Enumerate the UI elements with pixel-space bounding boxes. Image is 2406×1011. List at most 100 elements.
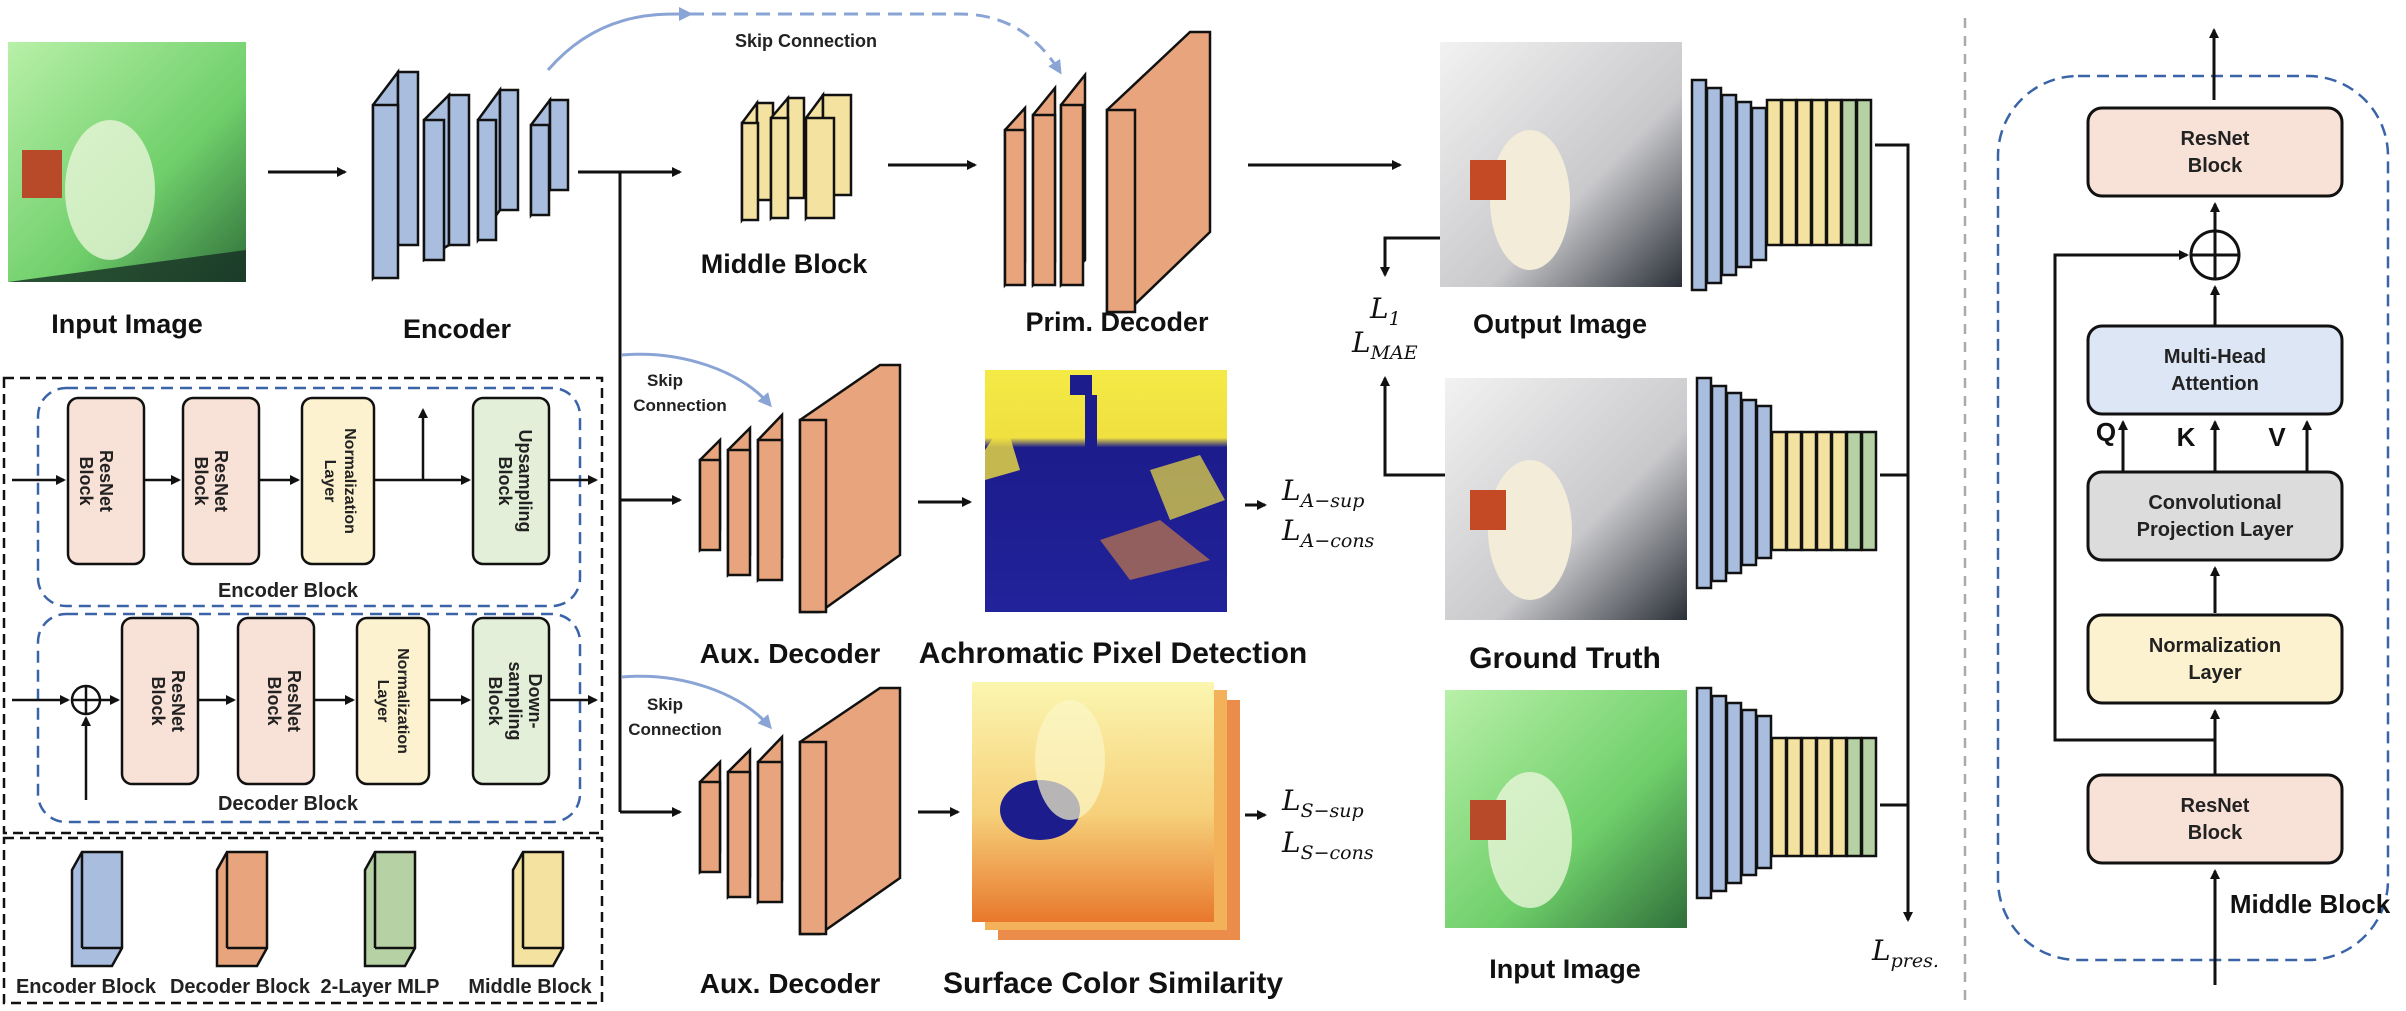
mp-projection [2086, 470, 2344, 562]
mp-resnet-top-line1: ResNet [2181, 128, 2250, 150]
surface-label: Surface Color Similarity [943, 967, 1283, 1000]
mp-attention-line1: Multi-Head [2164, 346, 2266, 368]
encoder-stack [371, 68, 570, 282]
aux-decoder-2-stack [698, 686, 902, 936]
dec-norm-line1: Normalization [394, 648, 411, 754]
encoder-block-frame [36, 386, 582, 608]
skip-connection-aux1-line2: Connection [633, 396, 727, 415]
branch-lines [578, 167, 682, 817]
loss-s-sup: LS−sup [1281, 784, 1364, 822]
loss-mae: LMAE [1351, 326, 1418, 364]
mp-resnet-top-line2: Block [2188, 155, 2243, 177]
ground-truth-image [1445, 378, 1687, 620]
legend-mlp-label: 2-Layer MLP [321, 976, 440, 998]
skip-arrow-aux1 [621, 352, 772, 408]
prim-decoder-stack [1003, 30, 1212, 314]
skip-connection-aux1-line1: Skip [647, 371, 683, 390]
loss-a-sup: LA−sup [1281, 474, 1364, 512]
mp-normalization-line1: Normalization [2149, 635, 2281, 657]
dec-downsample-line1: Down- [525, 674, 545, 729]
enc-upsample-line1: Upsampling [515, 429, 535, 532]
legend-middle-swatch [511, 850, 565, 968]
aux-decoder-2-label: Aux. Decoder [700, 968, 881, 999]
l1-connector [1380, 236, 1445, 477]
skip-arrow-aux2 [621, 674, 772, 730]
lpres-bracket [1875, 143, 1913, 922]
ground-truth-label: Ground Truth [1469, 642, 1661, 675]
legend-frame [2, 836, 604, 1005]
mlp-stack-gt [1695, 376, 1878, 590]
input-image-bottom [1445, 690, 1687, 928]
mp-normalization [2086, 613, 2344, 705]
surface-similarity-image [972, 682, 1240, 940]
aux-decoder-1-label: Aux. Decoder [700, 638, 881, 669]
mp-normalization-line2: Layer [2188, 662, 2242, 684]
legend-decoder-swatch [215, 850, 269, 968]
mp-k-label: K [2177, 422, 2196, 452]
input-image-top [8, 42, 246, 282]
output-image-label: Output Image [1473, 309, 1647, 339]
mp-projection-line2: Projection Layer [2137, 519, 2294, 541]
achromatic-label: Achromatic Pixel Detection [919, 637, 1307, 670]
encoder-block-boxes [66, 396, 551, 566]
dec-resnet2-line1: ResNet [284, 670, 304, 732]
skip-connection-aux2-line1: Skip [647, 695, 683, 714]
decoder-block-arrows [12, 684, 598, 800]
decoder-block-boxes [120, 616, 551, 786]
legend-encoder-swatch [70, 850, 124, 968]
loss-a-cons: LA−cons [1281, 514, 1375, 552]
mlp-stack-output [1690, 78, 1873, 292]
skip-arrow-top-right [690, 12, 1062, 75]
legend-middle-label: Middle Block [468, 976, 592, 998]
decoder-block-title: Decoder Block [218, 793, 359, 815]
mp-q-label: Q [2096, 417, 2116, 447]
enc-norm-line2: Layer [321, 460, 338, 503]
mp-projection-line1: Convolutional [2148, 492, 2281, 514]
encoder-block-arrows [12, 408, 598, 485]
dec-norm-line2: Layer [374, 680, 391, 723]
middle-block-stack [740, 91, 853, 224]
loss-s-cons: LS−cons [1281, 826, 1374, 864]
dec-downsample-line2: sampling [505, 661, 525, 740]
skip-connection-aux2-line2: Connection [628, 720, 722, 739]
dec-resnet1-line1: ResNet [168, 670, 188, 732]
input-image-label: Input Image [51, 309, 203, 339]
enc-norm-line1: Normalization [341, 428, 358, 534]
skip-arrow-top-left [546, 6, 693, 71]
legend-mlp-swatch [363, 850, 417, 968]
legend-encoder-label: Encoder Block [16, 976, 157, 998]
enc-resnet1-line2: Block [76, 456, 96, 506]
mp-resnet-bottom-line2: Block [2188, 822, 2243, 844]
mp-attention [2086, 324, 2344, 416]
enc-resnet2-line1: ResNet [211, 450, 231, 512]
aux-decoder-1-stack [698, 363, 902, 614]
block-detail-frame [2, 376, 604, 835]
mp-v-label: V [2268, 422, 2286, 452]
loss-l1: L1 [1369, 292, 1401, 330]
dec-resnet1-line2: Block [148, 676, 168, 726]
loss-pres: Lpres. [1871, 934, 1939, 972]
input-image-bottom-label: Input Image [1489, 954, 1641, 984]
legend-decoder-label: Decoder Block [170, 976, 311, 998]
mp-attention-line2: Attention [2171, 373, 2259, 395]
prim-decoder-label: Prim. Decoder [1025, 307, 1209, 337]
encoder-label: Encoder [403, 314, 512, 344]
dec-resnet2-line2: Block [264, 676, 284, 726]
enc-resnet1-line1: ResNet [96, 450, 116, 512]
mp-qkv-arrows [2118, 420, 2312, 472]
mp-resnet-top [2086, 106, 2344, 198]
mlp-stack-input [1695, 686, 1878, 900]
mp-residual-arrow [2053, 250, 2215, 742]
encoder-block-title: Encoder Block [218, 580, 359, 602]
decoder-block-frame [36, 612, 582, 824]
enc-upsample-line2: Block [495, 456, 515, 506]
middle-block-label: Middle Block [701, 249, 869, 279]
middle-panel-frame [1996, 74, 2390, 962]
mp-add-icon [2189, 229, 2241, 281]
output-image [1440, 42, 1682, 287]
enc-resnet2-line2: Block [191, 456, 211, 506]
mp-resnet-bottom [2086, 773, 2344, 865]
mp-resnet-bottom-line1: ResNet [2181, 795, 2250, 817]
mp-title: Middle Block [2230, 889, 2391, 919]
